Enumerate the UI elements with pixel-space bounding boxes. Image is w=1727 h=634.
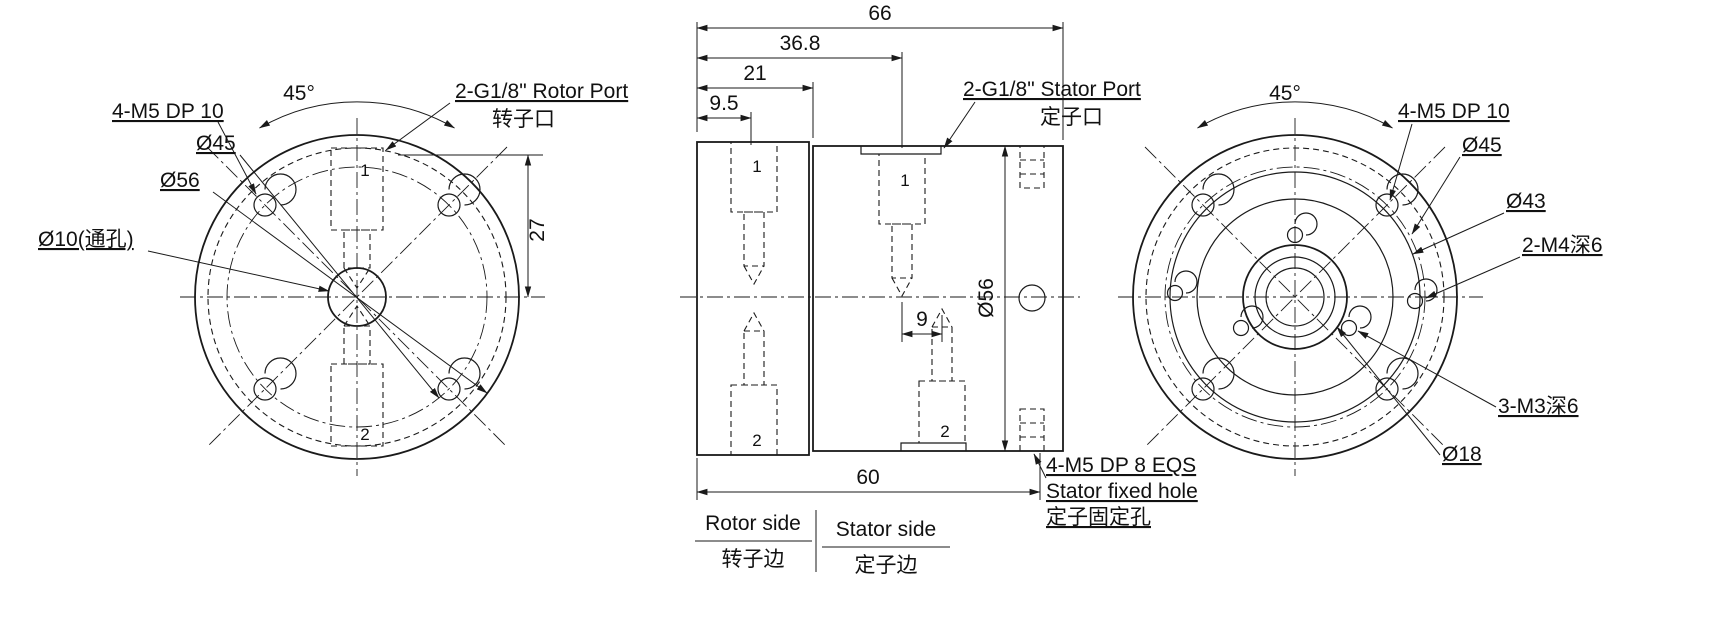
stator-face-hole (1018, 284, 1046, 312)
section-d56-label: Ø56 (975, 278, 998, 318)
rear-bolt-circle (1164, 166, 1426, 428)
port-2-number: 2 (940, 422, 949, 441)
rotor-body (696, 141, 810, 456)
front-d45-label: Ø45 (196, 132, 236, 155)
stator-port-label: 2-G1/8" Stator Port (963, 78, 1141, 101)
stator-port-label-cn: 定子口 (1040, 106, 1103, 129)
front-leader-m5: 4-M5 DP 10 (112, 100, 257, 195)
front-port-1: 1 (330, 147, 384, 290)
section-dim-d56: Ø56 (975, 145, 1009, 452)
side-labels: Rotor side 转子边 Stator side 定子边 (695, 510, 950, 577)
dim-21-label: 21 (743, 62, 766, 85)
stator-port-1-section: 1 (878, 153, 926, 298)
front-angle-label: 45° (283, 82, 315, 105)
stator-side-label: Stator side (836, 518, 936, 541)
rear-inner-circle (1254, 256, 1336, 338)
front-bore-label: Ø10(通孔) (38, 228, 134, 251)
port-2-number: 2 (752, 431, 761, 450)
front-leader-d45: Ø45 (196, 132, 440, 399)
rear-bore-circle (1265, 267, 1325, 327)
front-d56-label: Ø56 (160, 169, 200, 192)
rear-d43-label: Ø43 (1506, 190, 1546, 213)
port-2-number: 2 (360, 425, 369, 444)
rear-view: 45° 4-M5 DP 10 Ø45 Ø43 2-M4深6 3-M3深6 Ø18 (1118, 82, 1603, 476)
rear-leader-d43: Ø43 (1412, 190, 1546, 255)
rear-leader-d45: Ø45 (1411, 134, 1502, 235)
front-dim-27: 27 (398, 154, 549, 298)
stator-bottom-notch (900, 442, 967, 451)
rotor-side-label-cn: 转子边 (722, 548, 785, 571)
front-dim-27-label: 27 (526, 218, 549, 241)
rear-leader-m3: 3-M3深6 (1357, 330, 1579, 418)
rotor-port-label: 2-G1/8" Rotor Port (455, 80, 628, 103)
front-leader-bore: Ø10(通孔) (38, 228, 330, 292)
rear-m4-label: 2-M4深6 (1522, 234, 1603, 257)
front-outer-circle (194, 134, 520, 460)
rear-d18-circle (1242, 244, 1348, 350)
fixed-hole-label-2: Stator fixed hole (1046, 480, 1198, 503)
port-1-number: 1 (752, 157, 761, 176)
rear-hidden-circle (1145, 147, 1445, 447)
rear-d18-label: Ø18 (1442, 443, 1482, 466)
port-1-number: 1 (360, 161, 369, 180)
front-angle-dim: 45° (259, 82, 455, 129)
fixed-hole-label-3: 定子固定孔 (1046, 506, 1151, 529)
fixed-screw-bottom (1019, 408, 1045, 452)
section-top-dims: 9.5 21 36.8 66 (696, 2, 1064, 148)
front-view: 1 2 45° 4-M5 DP 10 Ø45 Ø56 Ø10(通孔) (38, 80, 628, 476)
stator-body (812, 145, 1064, 452)
rear-m3-label: 3-M3深6 (1498, 395, 1579, 418)
fixed-screw-top (1019, 145, 1045, 189)
rear-outer-circle (1132, 134, 1458, 460)
front-m5-label: 4-M5 DP 10 (112, 100, 224, 123)
rotor-port-label-cn: 转子口 (492, 108, 555, 131)
fixed-hole-label-1: 4-M5 DP 8 EQS (1046, 454, 1196, 477)
rear-leader-d18: Ø18 (1336, 326, 1482, 466)
rear-boss-circle (1196, 198, 1394, 396)
rear-d45-label: Ø45 (1462, 134, 1502, 157)
rotor-port-1-section: 1 (730, 141, 778, 286)
section-view: 1 2 1 2 (680, 2, 1198, 577)
rear-d43-circle (1169, 171, 1421, 423)
dim-9-label: 9 (916, 308, 928, 331)
rotor-side-label: Rotor side (705, 512, 801, 535)
section-leader-fixed-hole: 4-M5 DP 8 EQS Stator fixed hole 定子固定孔 (1033, 453, 1198, 529)
port-1-number: 1 (900, 171, 909, 190)
section-dim-9: 9 (901, 302, 943, 342)
front-leader-d56: Ø56 (160, 169, 488, 394)
rear-m5-label: 4-M5 DP 10 (1398, 100, 1510, 123)
rear-leader-m5: 4-M5 DP 10 (1389, 100, 1510, 201)
dim-9-5-label: 9.5 (709, 92, 738, 115)
stator-side-label-cn: 定子边 (855, 554, 918, 577)
dim-66-label: 66 (868, 2, 891, 25)
rear-leader-m4: 2-M4深6 (1425, 234, 1603, 299)
front-bolt-circle (226, 166, 488, 428)
front-port-2: 2 (330, 304, 384, 447)
rear-angle-label: 45° (1269, 82, 1301, 105)
rotor-port-2-section: 2 (730, 311, 778, 456)
front-leader-rotor-port: 2-G1/8" Rotor Port 转子口 (385, 80, 628, 151)
stator-top-notch (860, 146, 942, 155)
dim-36-8-label: 36.8 (780, 32, 821, 55)
rear-angle-dim: 45° (1197, 82, 1393, 129)
rear-m3-holes (1232, 212, 1372, 337)
section-leader-stator-port: 2-G1/8" Stator Port 定子口 (943, 78, 1141, 149)
dim-60-label: 60 (856, 466, 879, 489)
section-dim-60: 60 (696, 453, 1041, 500)
